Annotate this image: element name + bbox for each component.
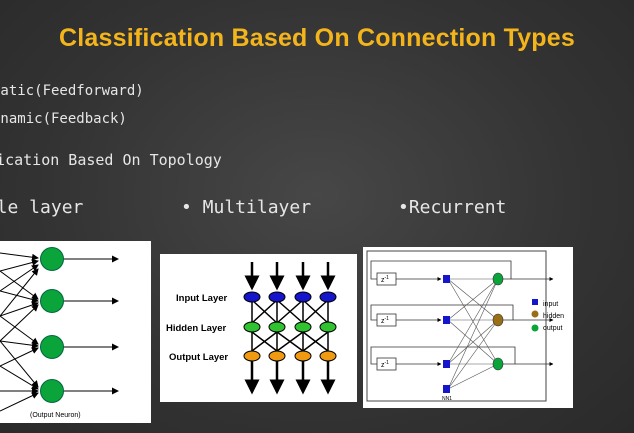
output-neuron-caption: (Output Neuron) [30,412,81,419]
delay-label: z-1 [381,360,389,369]
delay-units: z-1 z-1 z-1 [376,272,397,371]
recurrent-outputs [511,277,554,366]
topology-multilayer: • Multilayer [181,197,312,218]
legend-input-label: input [543,301,558,308]
recurrent-border [366,250,547,402]
output-neuron [40,247,64,271]
recurrent-figure: z-1 z-1 z-1 NN1 input hidden output [363,247,573,408]
output-layer-label: Output Layer [169,352,228,363]
input-layer-label: Input Layer [176,293,228,304]
output-neurons [40,247,64,403]
recurrent-connections [447,278,499,390]
output-arrows [244,361,336,395]
single-layer-connections [0,252,39,412]
output-neuron [40,289,64,313]
input-arrows [244,262,336,291]
hidden-layer-nodes [243,321,337,333]
single-layer-outputs [63,255,119,395]
heading-topology: ification Based On Topology [0,151,222,169]
input-layer-nodes [243,291,337,303]
legend-output-swatch [531,324,539,332]
recurrent-output-nodes [492,272,504,371]
bullet-static-feedforward: tatic(Feedforward) [0,83,144,99]
output-layer-nodes [243,350,337,362]
recurrent-input-nodes [443,275,450,393]
delay-to-input [396,277,442,366]
legend-input-swatch [532,299,538,305]
multilayer-figure: Input Layer Hidden Layer Output Layer [160,254,357,402]
legend-output-label: output [543,325,563,332]
slide-title: Classification Based On Connection Types [59,24,575,52]
delay-label: z-1 [381,275,389,284]
bullet-dynamic-feedback: ynamic(Feedback) [0,111,127,127]
delay-label: z-1 [381,316,389,325]
output-neuron [40,379,64,403]
recurrent-legend: input hidden output [531,299,564,332]
hidden-layer-label: Hidden Layer [166,323,226,334]
hidden-connections [251,299,329,352]
feedback-loops [370,260,516,365]
legend-hidden-swatch [531,310,539,318]
topology-single-layer: ngle layer [0,197,84,218]
topology-recurrent: •Recurrent [398,197,507,218]
output-neuron [40,335,64,359]
single-layer-figure: (Output Neuron) [0,241,151,423]
legend-hidden-label: hidden [543,313,564,320]
nn1-label: NN1 [442,396,452,402]
